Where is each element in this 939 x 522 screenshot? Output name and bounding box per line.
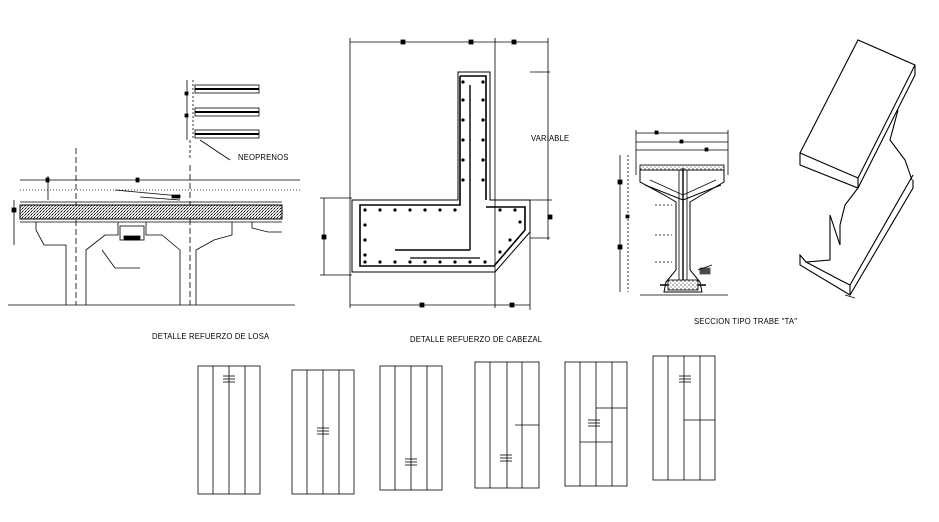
neoprenos-label: NEOPRENOS	[238, 152, 289, 162]
plan-panel-4	[474, 361, 540, 489]
cap-beam-detail-title: DETALLE REFUERZO DE CABEZAL	[410, 334, 543, 344]
plan-panel-2	[291, 369, 355, 495]
cap-beam-reinforcement-detail	[320, 38, 553, 310]
plan-panel-5	[564, 361, 628, 487]
plan-panel-6	[652, 355, 716, 481]
neoprene-pads-detail	[184, 80, 260, 161]
isometric-girder	[799, 39, 916, 299]
plan-panel-3	[379, 365, 443, 491]
variable-label: VARIABLE	[531, 133, 570, 143]
plan-panel-1	[197, 365, 261, 495]
beam-section-title: SECCION TIPO TRABE "TA"	[694, 316, 798, 326]
beam-section-ta	[617, 130, 729, 296]
slab-reinforcement-detail	[8, 80, 300, 306]
slab-detail-title: DETALLE REFUERZO DE LOSA	[152, 331, 270, 341]
